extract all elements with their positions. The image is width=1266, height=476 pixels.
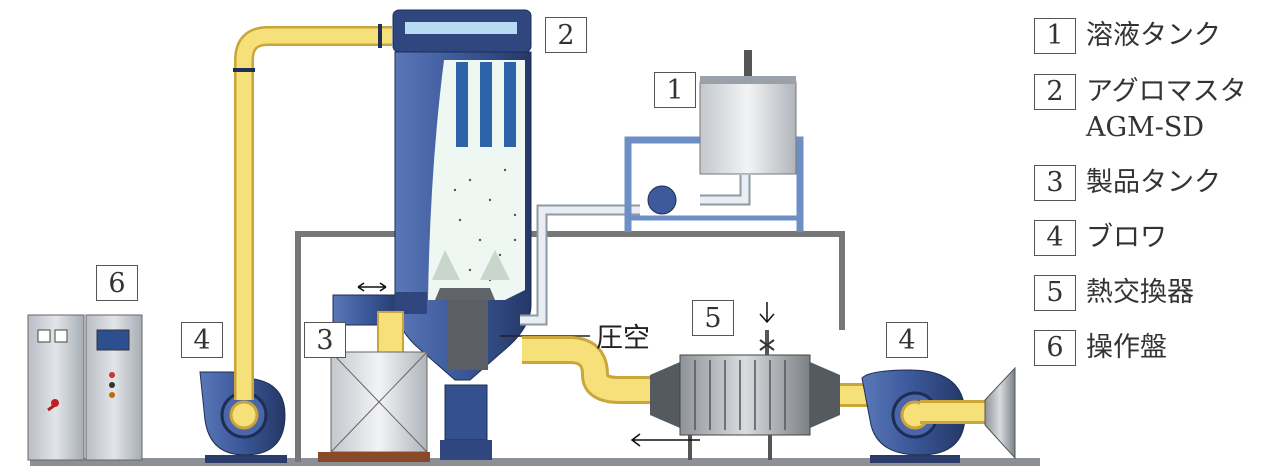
legend-item-1: 1 溶液タンク bbox=[1034, 18, 1221, 54]
control-panel bbox=[27, 314, 143, 461]
legend-number: 2 bbox=[1034, 74, 1076, 110]
callout-3: 3 bbox=[304, 322, 346, 358]
legend-number: 4 bbox=[1034, 220, 1076, 256]
callout-4-right: 4 bbox=[886, 322, 928, 358]
slide-arrow bbox=[357, 282, 387, 292]
legend-label: アグロマスタ bbox=[1086, 76, 1247, 107]
legend-number: 3 bbox=[1034, 165, 1076, 201]
platform-frame bbox=[295, 231, 845, 462]
legend-item-4: 4 ブロワ bbox=[1034, 220, 1167, 256]
legend-label: 溶液タンク bbox=[1086, 20, 1221, 51]
blower-right bbox=[861, 366, 1016, 463]
callout-6: 6 bbox=[96, 265, 138, 301]
legend-label: 操作盤 bbox=[1086, 332, 1167, 363]
compressed-air-label: 圧空 bbox=[596, 323, 650, 354]
legend-number: 6 bbox=[1034, 330, 1076, 366]
duct-blower-to-dryer bbox=[233, 24, 392, 400]
legend-label: 熱交換器 bbox=[1086, 277, 1194, 308]
legend-item-2: 2 アグロマスタ bbox=[1034, 74, 1247, 110]
callout-4-left: 4 bbox=[181, 322, 223, 358]
legend-label: 製品タンク bbox=[1086, 167, 1221, 198]
callout-2: 2 bbox=[545, 17, 587, 53]
agglomaster-dryer bbox=[392, 9, 532, 460]
legend-label: ブロワ bbox=[1086, 222, 1167, 253]
legend-number: 1 bbox=[1034, 18, 1076, 54]
heat-exchanger bbox=[650, 330, 840, 460]
solution-tank bbox=[624, 50, 804, 232]
steam-in-arrow bbox=[759, 302, 775, 324]
callout-5: 5 bbox=[692, 300, 734, 336]
duct-to-heat-exchanger bbox=[522, 336, 650, 404]
legend-sublabel: AGM-SD bbox=[1086, 112, 1204, 143]
callout-1: 1 bbox=[654, 72, 696, 108]
feed-pipe bbox=[520, 175, 751, 326]
product-tank bbox=[318, 292, 430, 462]
legend-number: 5 bbox=[1034, 275, 1076, 311]
drain-out-arrow bbox=[630, 433, 700, 447]
legend-item-6: 6 操作盤 bbox=[1034, 330, 1167, 366]
floor-base bbox=[30, 458, 1040, 466]
legend-item-3: 3 製品タンク bbox=[1034, 165, 1221, 201]
legend-item-5: 5 熱交換器 bbox=[1034, 275, 1194, 311]
blower-left bbox=[199, 371, 287, 463]
